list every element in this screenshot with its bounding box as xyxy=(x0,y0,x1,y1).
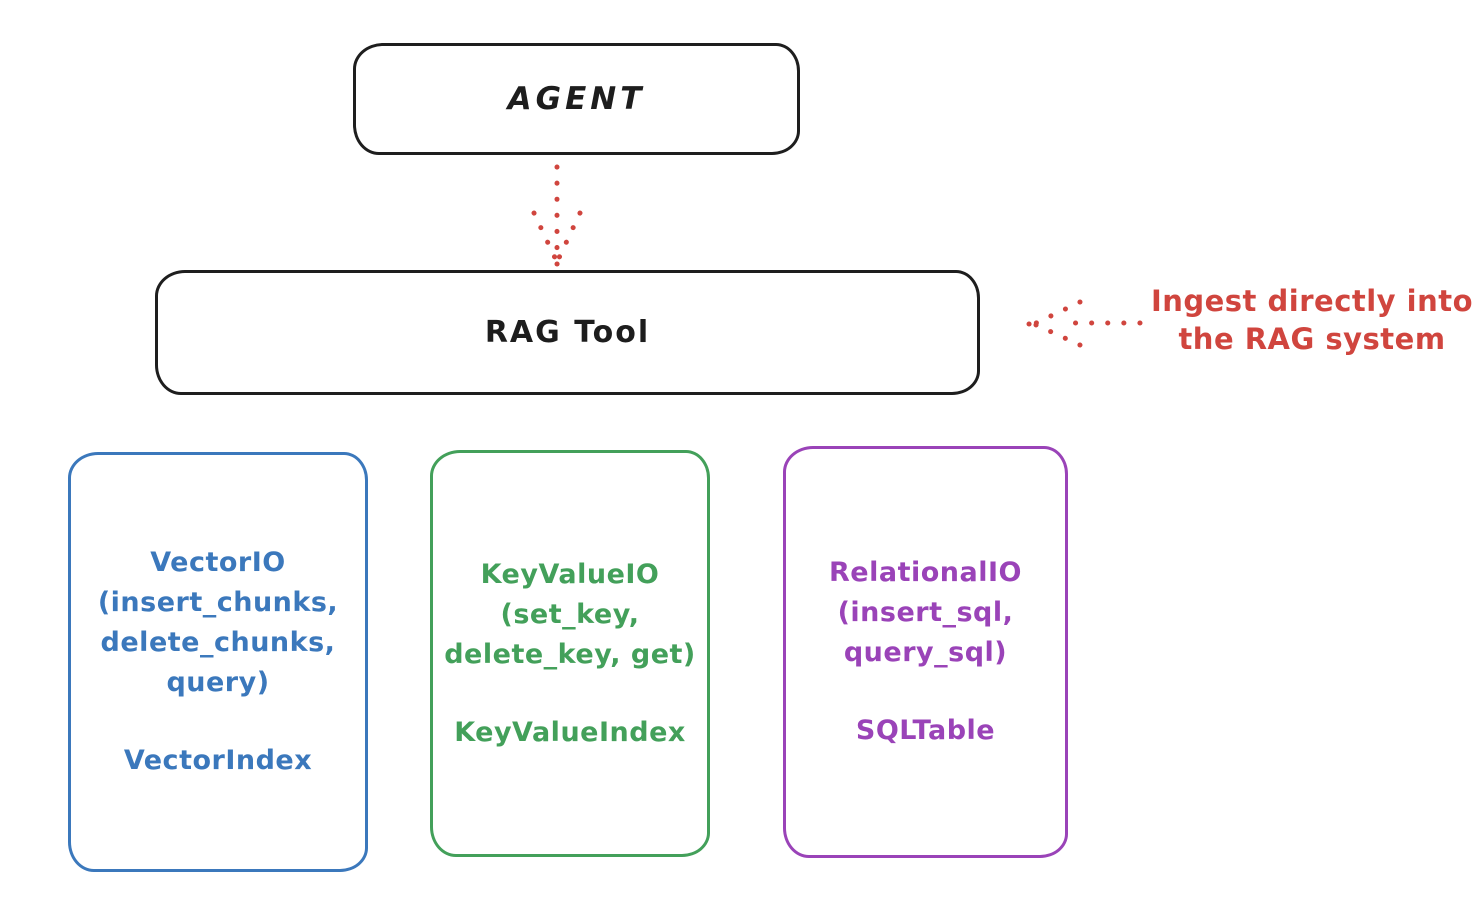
node-rag-tool: RAG Tool xyxy=(155,270,980,395)
node-keyvalueio-index-label: KeyValueIndex xyxy=(454,716,686,748)
node-rag-tool-label: RAG Tool xyxy=(484,315,651,350)
node-agent-label: AGENT xyxy=(507,81,646,117)
node-vectorio-index-label: VectorIndex xyxy=(123,745,313,776)
node-relationalio-methods: RelationalIO (insert_sql, query_sql) xyxy=(829,557,1022,668)
node-vectorio: VectorIO (insert_chunks, delete_chunks, … xyxy=(68,452,368,872)
node-agent: AGENT xyxy=(353,43,800,155)
node-relationalio-table-label: SQLTable xyxy=(855,715,996,746)
node-relationalio: RelationalIO (insert_sql, query_sql) SQL… xyxy=(783,446,1068,858)
node-vectorio-methods: VectorIO (insert_chunks, delete_chunks, … xyxy=(97,547,339,698)
node-keyvalueio-methods: KeyValueIO (set_key, delete_key, get) xyxy=(444,558,696,670)
node-keyvalueio: KeyValueIO (set_key, delete_key, get) Ke… xyxy=(430,450,710,857)
agent-to-ragtool-arrow xyxy=(531,164,583,267)
annotation-to-ragtool-arrow xyxy=(1026,299,1143,348)
annotation-ingest-note: Ingest directly into the RAG system xyxy=(1150,284,1474,356)
